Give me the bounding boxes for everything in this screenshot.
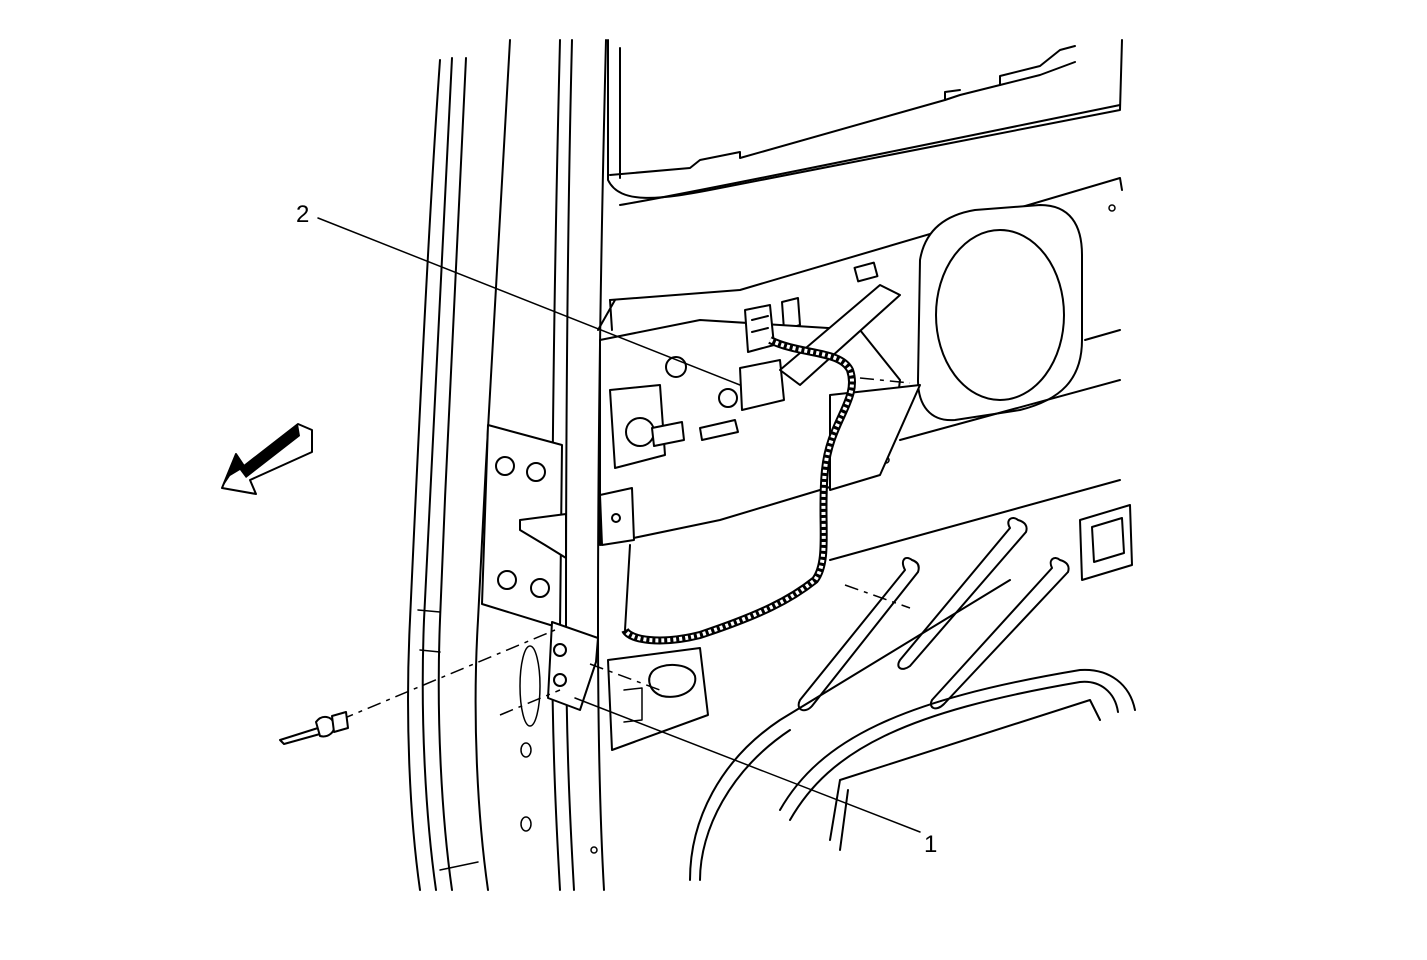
callout-1: 1 (924, 831, 937, 858)
wiring-harness (621, 336, 856, 645)
inner-door-panel (519, 177, 1136, 881)
window-regulator-module (599, 284, 921, 546)
callout-2: 2 (296, 201, 309, 228)
hinge-bracket (481, 424, 567, 629)
callout-leaders (317, 217, 921, 833)
window-frame (607, 39, 1123, 206)
connector-bracket (547, 621, 709, 751)
leader-line-1 (574, 697, 921, 833)
push-pin-fastener-icon (279, 711, 349, 745)
leader-line-2 (317, 217, 741, 386)
front-direction-arrow-icon (221, 423, 313, 495)
installation-guide-lines (339, 377, 911, 721)
